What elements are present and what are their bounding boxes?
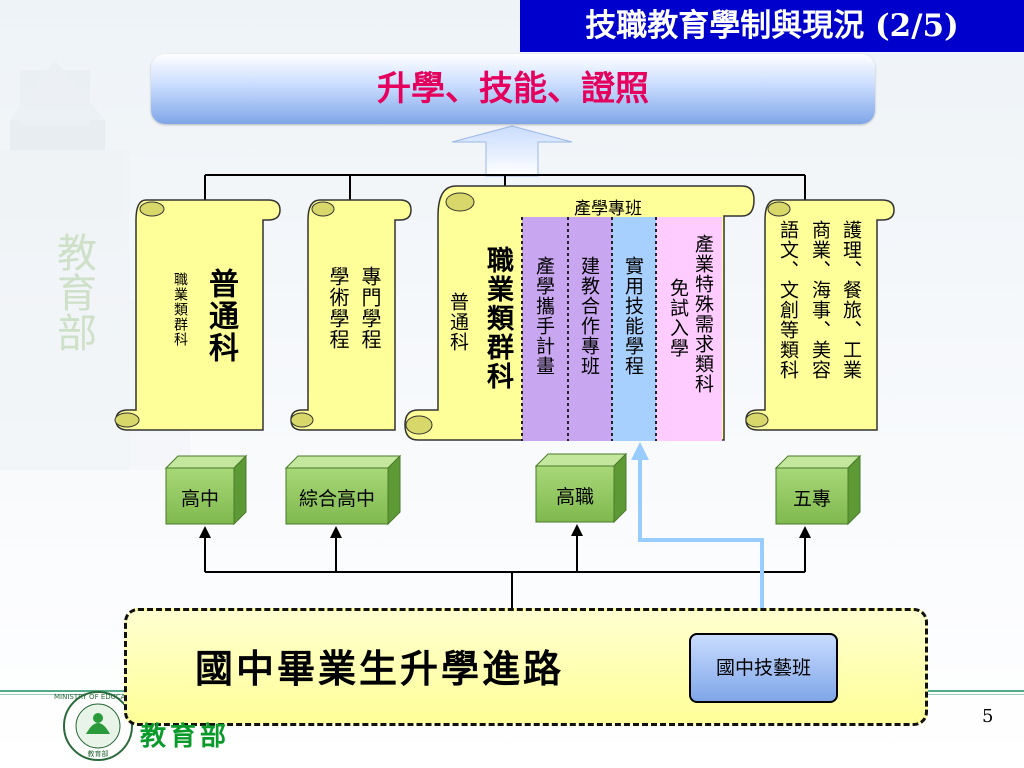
- strip-industry-academy-label: 產學攜手計畫: [533, 256, 555, 376]
- strip-special-demand: [656, 217, 722, 441]
- page-number: 5: [982, 706, 994, 727]
- five-year-col1: 護理、餐旅、工業: [840, 220, 862, 380]
- watermark-text: 教育部: [50, 232, 96, 352]
- strip-coop-education: [568, 217, 612, 441]
- top-connector-lines: [204, 174, 806, 200]
- strip-special-demand-label: 產業特殊需求類科: [692, 234, 714, 394]
- strip-exam-free-label: 免試入學: [667, 278, 689, 358]
- top-banner: 升學、技能、證照: [151, 54, 875, 124]
- svg-text:教育部: 教育部: [88, 749, 109, 758]
- vocational-sub-label: 普通科: [447, 292, 469, 352]
- cube-high-school: [164, 454, 248, 526]
- scroll-comprehensive: [290, 199, 412, 431]
- general-sub-label: 職業類群科: [172, 272, 188, 347]
- strip-coop-education-label: 建教合作專班: [578, 256, 600, 376]
- up-arrow-icon: [451, 125, 573, 177]
- ministry-of-education-seal-icon: MINISTRY OF EDUCATION 教育部: [54, 691, 142, 761]
- school-vocational-high: 高職: [555, 486, 594, 508]
- craft-class-arrow: [631, 442, 764, 633]
- ministry-name: 教育部: [140, 722, 231, 752]
- five-year-col2: 商業、海事、美容: [809, 220, 831, 380]
- school-high-school: 高中: [180, 488, 219, 510]
- cube-comprehensive-high: [284, 454, 402, 526]
- scroll-five-year: [745, 199, 895, 431]
- five-year-col3: 語文、文創等類科: [777, 220, 799, 380]
- bottom-connector-lines: [204, 536, 806, 608]
- craft-class-box: 國中技藝班: [689, 633, 838, 703]
- strip-dividers: [521, 217, 657, 441]
- school-comprehensive-high: 綜合高中: [298, 488, 375, 510]
- scroll-general: [114, 199, 281, 431]
- svg-text:MINISTRY OF EDUCATION: MINISTRY OF EDUCATION: [54, 693, 142, 701]
- general-main-label: 普通科: [203, 268, 238, 364]
- strip-practical-skills: [612, 217, 656, 441]
- cube-vocational-high: [534, 452, 628, 524]
- strip-practical-skills-label: 實用技能學程: [622, 256, 644, 376]
- industry-class-label: 產學專班: [574, 199, 642, 219]
- cube-junior-college: [774, 454, 862, 526]
- strip-industry-academy: [522, 217, 568, 441]
- vocational-main-label: 職業類群科: [482, 246, 513, 391]
- comprehensive-col2: 學術學程: [326, 266, 350, 350]
- comprehensive-col1: 專門學程: [358, 266, 382, 350]
- up-arrow-heads: [199, 524, 811, 538]
- slide-title: 技職教育學制與現況 (2/5): [520, 0, 1024, 52]
- route-title: 國中畢業生升學進路: [195, 646, 565, 691]
- school-junior-college: 五專: [792, 488, 831, 510]
